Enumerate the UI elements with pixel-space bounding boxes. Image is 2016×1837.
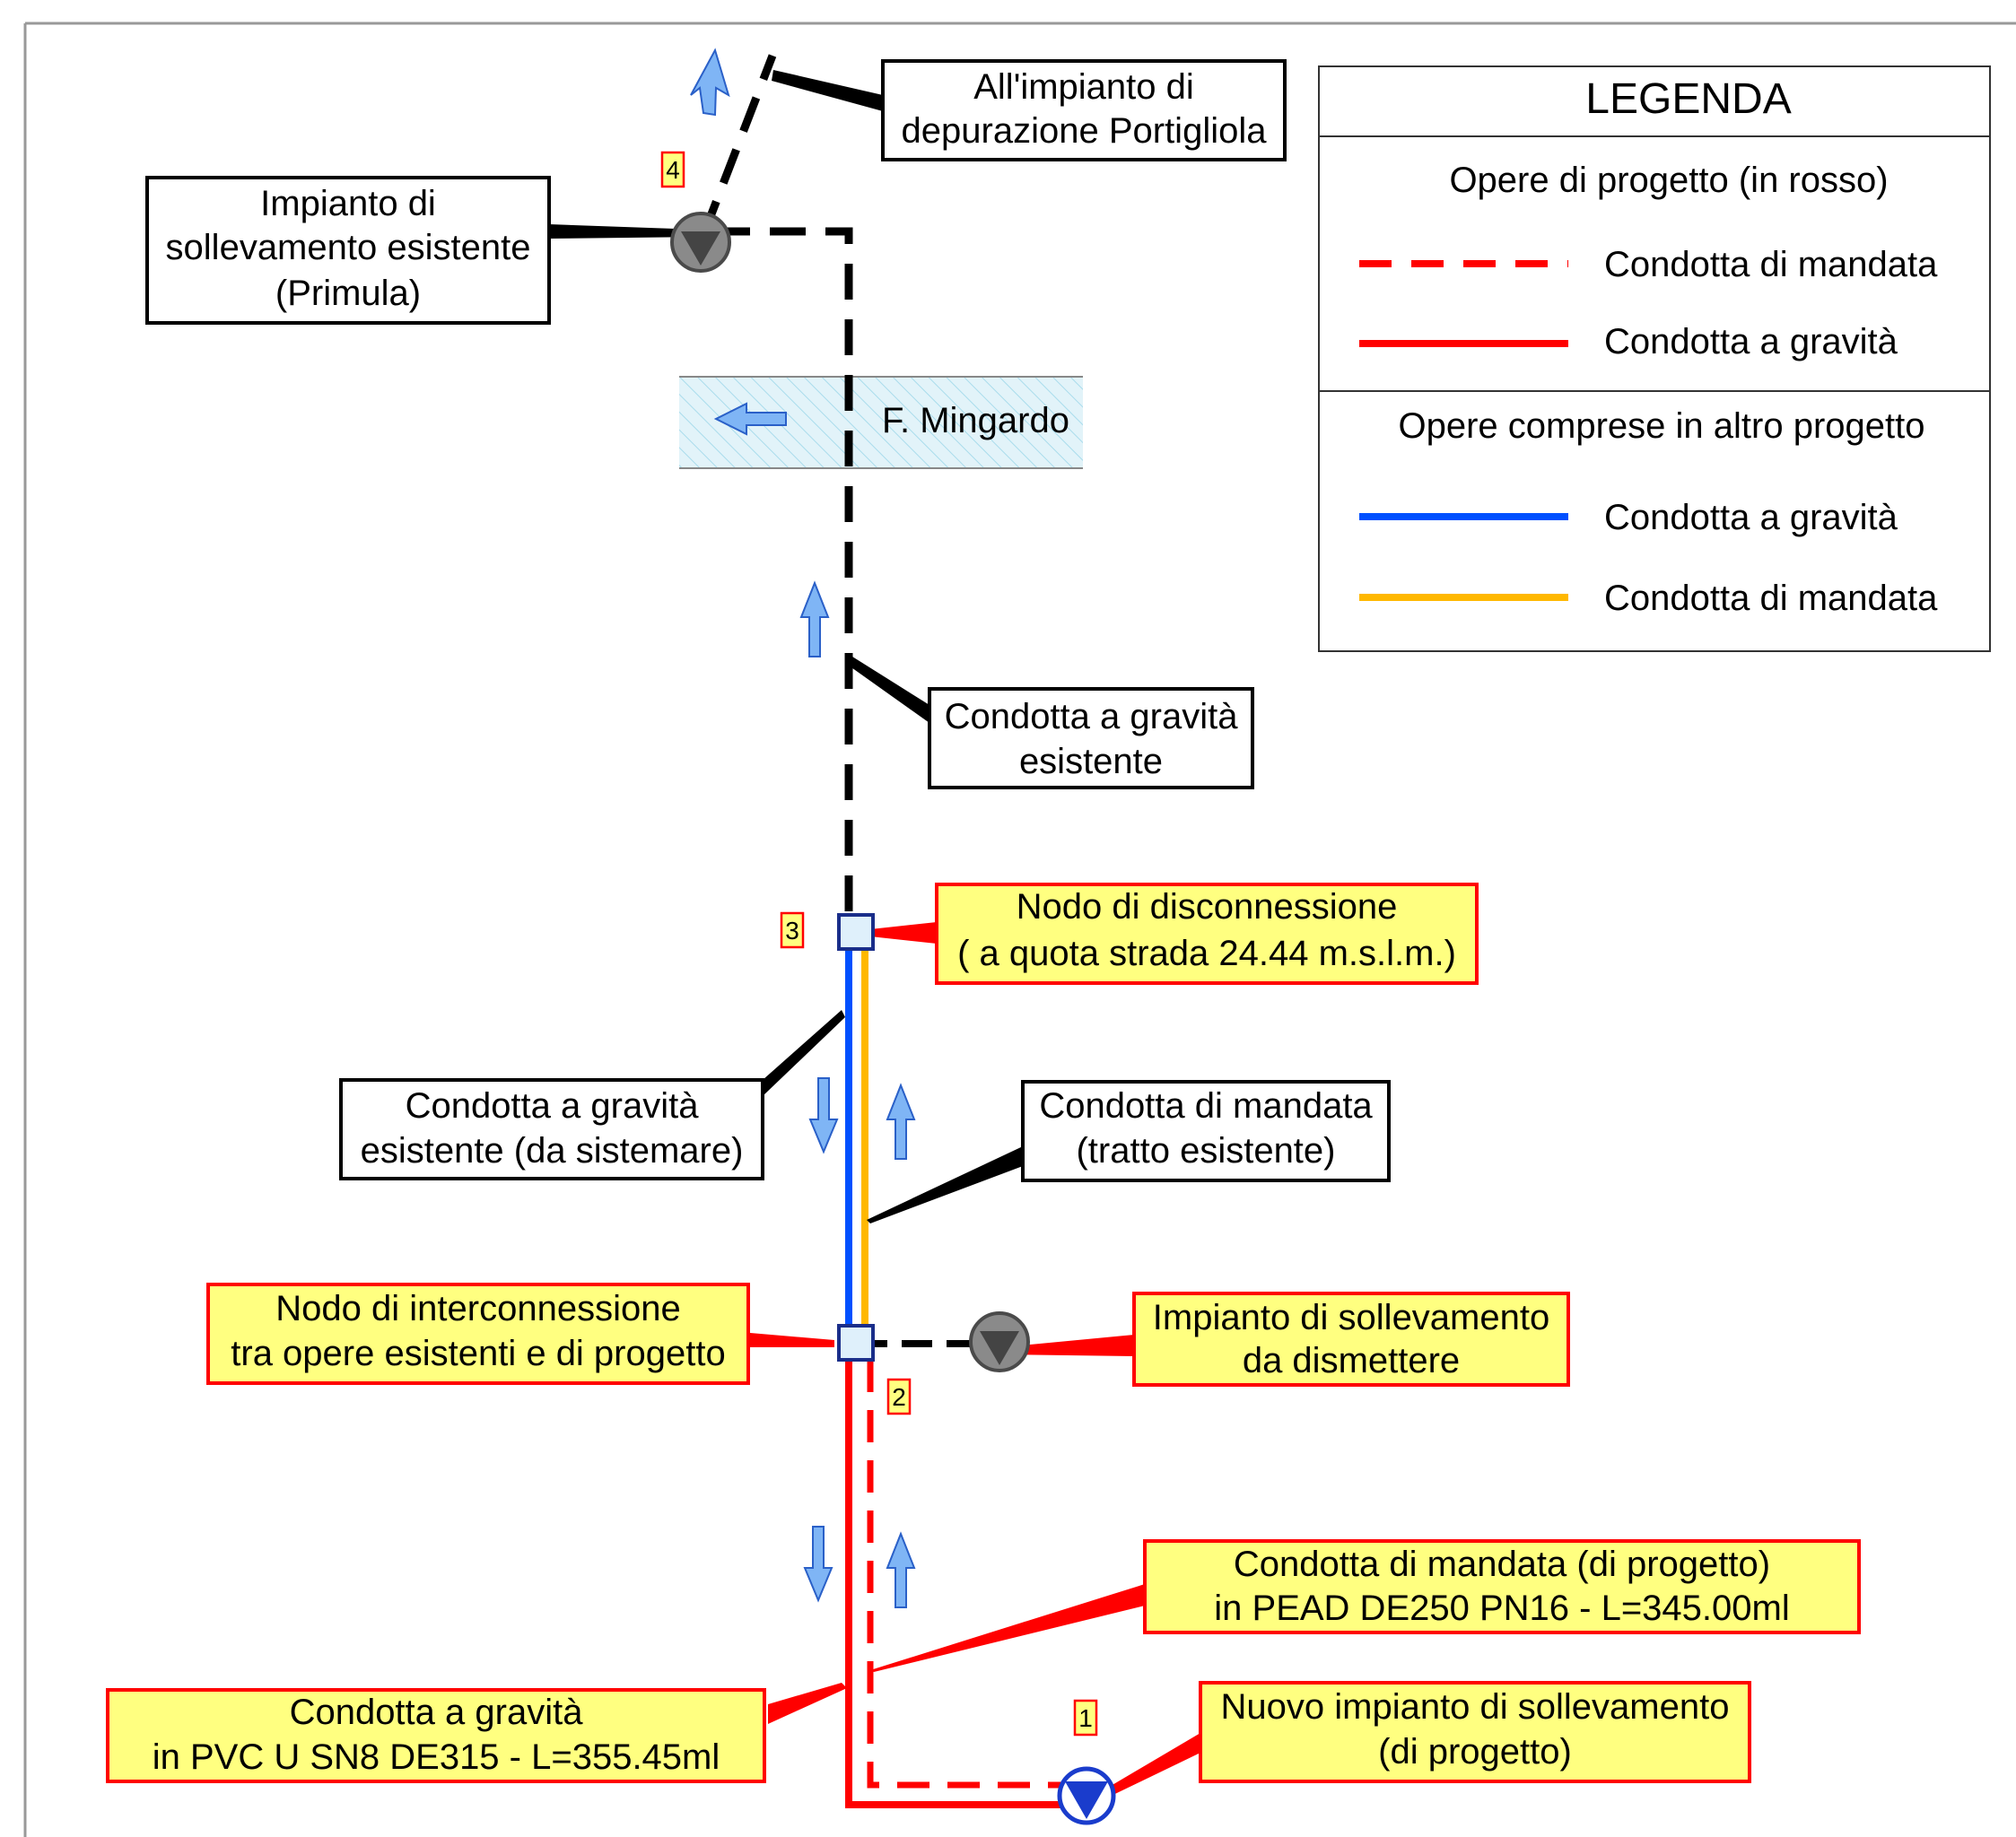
callout-gravity-existing: Condotta a gravità esistente: [928, 687, 1254, 789]
red-delivery-pipe: [867, 1360, 1068, 1789]
svg-text:da dismettere: da dismettere: [1243, 1341, 1460, 1380]
svg-text:4: 4: [666, 156, 680, 184]
svg-text:( a quota strada 24.44 m.s.l.m: ( a quota strada 24.44 m.s.l.m.): [957, 934, 1456, 973]
drawing-frame: [23, 22, 2016, 1837]
arrow-down-icon: [808, 1077, 839, 1154]
arrow-up-icon: [690, 48, 730, 117]
leader-lines: [549, 70, 1200, 1803]
existing-gravity-pipe: [700, 227, 853, 911]
svg-text:depurazione Portigliola: depurazione Portigliola: [902, 111, 1268, 151]
legend-item-other-delivery: Condotta di mandata: [1604, 579, 1938, 618]
svg-text:Nodo di disconnessione: Nodo di disconnessione: [1017, 887, 1398, 927]
callout-delivery-project: Condotta di mandata (di progetto) in PEA…: [1143, 1539, 1861, 1634]
pump-primula-icon: [670, 212, 731, 273]
node-tag-2: 2: [886, 1378, 912, 1415]
flow-arrows: [690, 48, 916, 1608]
legend-item-project-gravity: Condotta a gravità: [1604, 322, 1898, 361]
node-tag-3: 3: [780, 911, 805, 949]
legend-item-other-gravity: Condotta a gravità: [1604, 498, 1898, 537]
svg-text:in PVC U SN8 DE315 - L=355.45m: in PVC U SN8 DE315 - L=355.45ml: [153, 1737, 720, 1777]
arrow-down-icon: [803, 1526, 833, 1603]
legend-item-project-delivery: Condotta di mandata: [1604, 245, 1938, 284]
callout-gravity-to-fix: Condotta a gravità esistente (da sistema…: [339, 1078, 764, 1180]
svg-text:3: 3: [785, 917, 799, 945]
svg-text:Condotta di mandata (di proget: Condotta di mandata (di progetto): [1234, 1545, 1770, 1584]
svg-text:Nuovo impianto di sollevamento: Nuovo impianto di sollevamento: [1221, 1687, 1730, 1727]
svg-text:in PEAD DE250 PN16 - L=345.00m: in PEAD DE250 PN16 - L=345.00ml: [1214, 1589, 1789, 1628]
callout-plant-to-dismantle: Impianto di sollevamento da dismettere: [1132, 1292, 1570, 1387]
arrow-up-icon: [799, 580, 830, 657]
arrow-up-icon: [886, 1083, 916, 1160]
svg-text:1: 1: [1078, 1704, 1093, 1732]
pump-to-dismantle-icon: [969, 1311, 1030, 1372]
node-tag-1: 1: [1073, 1699, 1098, 1737]
svg-text:tra opere esistenti e di proge: tra opere esistenti e di progetto: [231, 1334, 725, 1373]
legend-section-other: Opere comprese in altro progetto: [1399, 406, 1925, 446]
legend: LEGENDA Opere di progetto (in rosso) Con…: [1318, 65, 1991, 652]
river-label: F. Mingardo: [882, 401, 1069, 440]
svg-text:sollevamento esistente: sollevamento esistente: [166, 228, 531, 267]
svg-text:All'impianto di: All'impianto di: [973, 67, 1194, 107]
callout-interconnection-node: Nodo di interconnessione tra opere esist…: [206, 1283, 750, 1385]
interconnection-node-icon: [837, 1324, 875, 1362]
callout-primula-plant: Impianto di sollevamento esistente (Prim…: [145, 176, 551, 325]
svg-text:esistente (da sistemare): esistente (da sistemare): [361, 1131, 744, 1171]
svg-text:Condotta a gravità: Condotta a gravità: [406, 1086, 700, 1126]
svg-text:Condotta di mandata: Condotta di mandata: [1039, 1086, 1373, 1126]
callout-new-plant: Nuovo impianto di sollevamento (di proge…: [1199, 1681, 1751, 1783]
arrow-left-icon: [713, 402, 787, 436]
red-gravity-pipe: [845, 1360, 1068, 1808]
node-tag-4: 4: [660, 151, 685, 188]
svg-text:Condotta a gravità: Condotta a gravità: [290, 1693, 584, 1732]
svg-text:(tratto esistente): (tratto esistente): [1076, 1131, 1335, 1171]
legend-section-project: Opere di progetto (in rosso): [1449, 161, 1888, 200]
callout-delivery-existing: Condotta di mandata (tratto esistente): [1021, 1080, 1391, 1182]
arrow-up-icon: [886, 1531, 916, 1608]
legend-title: LEGENDA: [1585, 75, 1791, 123]
disconnection-node-icon: [837, 913, 875, 951]
svg-text:Impianto di: Impianto di: [260, 184, 436, 223]
callout-disconnection-node: Nodo di disconnessione ( a quota strada …: [935, 883, 1479, 985]
callout-depuration: All'impianto di depurazione Portigliola: [881, 59, 1287, 161]
svg-text:Impianto di sollevamento: Impianto di sollevamento: [1153, 1298, 1549, 1337]
new-pump-icon: [1057, 1766, 1116, 1825]
callout-gravity-project: Condotta a gravità in PVC U SN8 DE315 - …: [106, 1688, 766, 1783]
svg-text:2: 2: [892, 1383, 906, 1411]
svg-text:(di progetto): (di progetto): [1378, 1732, 1572, 1772]
svg-text:(Primula): (Primula): [275, 274, 421, 313]
svg-text:esistente: esistente: [1019, 742, 1163, 781]
existing-outlet-pipe: [699, 54, 777, 237]
svg-text:Condotta a gravità: Condotta a gravità: [945, 697, 1239, 736]
svg-text:Nodo di interconnessione: Nodo di interconnessione: [275, 1289, 680, 1328]
